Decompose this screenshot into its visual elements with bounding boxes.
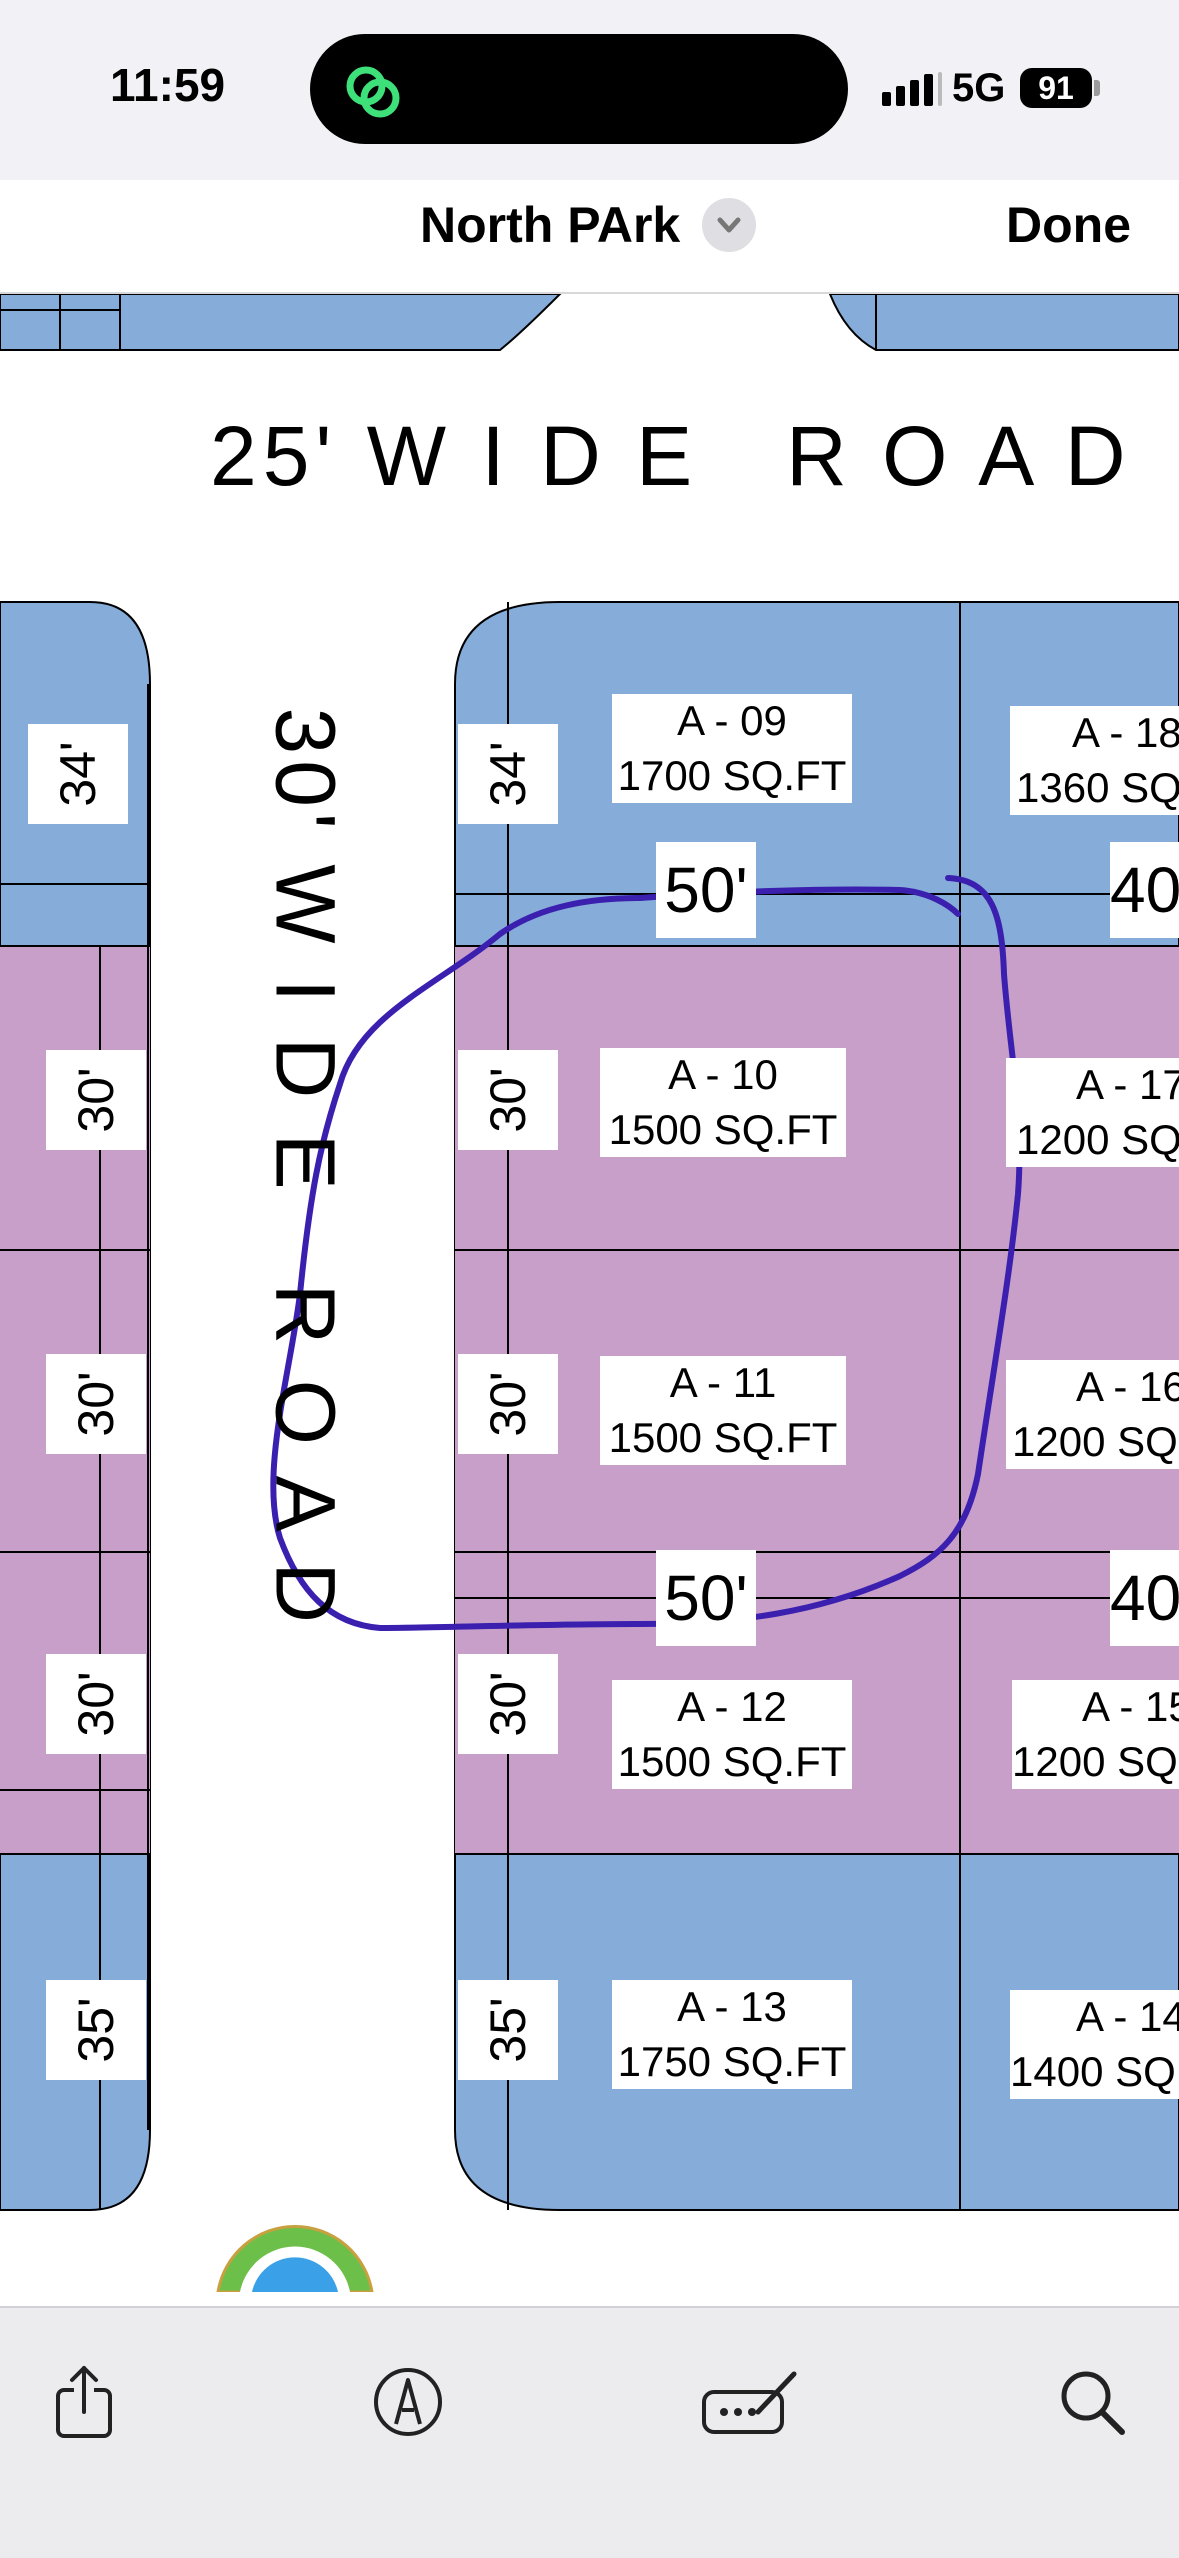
top-right-block bbox=[828, 294, 1179, 351]
site-plan bbox=[0, 294, 1179, 2292]
plot-area: 1500 SQ.FT bbox=[617, 1737, 847, 1785]
document-title[interactable]: North PArk bbox=[420, 197, 681, 253]
clock-time: 11:59 bbox=[110, 59, 226, 111]
plot-id: A - 09 bbox=[677, 697, 787, 744]
dim-label: 30' bbox=[458, 1354, 558, 1454]
plot-label[interactable]: A - 09 1700 SQ.FT bbox=[612, 694, 852, 804]
plot-label[interactable]: A - 12 1500 SQ.FT bbox=[612, 1680, 852, 1790]
plot-area: 1500 SQ.FT bbox=[608, 1105, 838, 1153]
dim-label: 40 bbox=[1110, 1550, 1179, 1646]
plot-id: A - 10 bbox=[668, 1051, 778, 1098]
dim-label: 30' bbox=[458, 1654, 558, 1754]
dim-label: 30' bbox=[46, 1654, 146, 1754]
plot-label[interactable]: A - 18 1360 SQ bbox=[1010, 706, 1179, 816]
plot-id: A - 13 bbox=[677, 1983, 787, 2030]
dim-label: 30' bbox=[46, 1354, 146, 1454]
battery-tip bbox=[1094, 80, 1100, 96]
title-menu-button[interactable] bbox=[702, 198, 756, 252]
plot-label[interactable]: A - 10 1500 SQ.FT bbox=[600, 1048, 846, 1158]
dim-label: 30' bbox=[458, 1050, 558, 1150]
top-left-block bbox=[0, 294, 562, 351]
document-canvas[interactable]: 25' W I D E R O A D 30' W I D E R O A D … bbox=[0, 294, 1179, 2292]
plot-id: A - 12 bbox=[677, 1683, 787, 1730]
dim-label: 34' bbox=[458, 724, 558, 824]
plot-label[interactable]: A - 15 1200 SQ bbox=[1012, 1680, 1179, 1790]
dim-label: 35' bbox=[46, 1980, 146, 2080]
plot-area: 1200 SQ bbox=[1012, 1417, 1178, 1465]
plot-label[interactable]: A - 17 1200 SQ bbox=[1006, 1058, 1179, 1168]
plot-area: 1200 SQ bbox=[1016, 1115, 1179, 1163]
plot-area: 1200 SQ bbox=[1012, 1737, 1178, 1785]
plot-label[interactable]: A - 14 1400 SQ bbox=[1010, 1990, 1179, 2100]
dim-label: 34' bbox=[28, 724, 128, 824]
dim-label: 35' bbox=[458, 1980, 558, 2080]
share-icon[interactable] bbox=[44, 2362, 124, 2442]
dynamic-island[interactable] bbox=[310, 34, 848, 144]
plot-area: 1700 SQ.FT bbox=[617, 751, 847, 799]
plot-id: A - 14 bbox=[1076, 1993, 1179, 2040]
plot-id: A - 17 bbox=[1076, 1061, 1179, 1108]
plot-id: A - 15 bbox=[1082, 1683, 1179, 1730]
markup-icon[interactable] bbox=[368, 2362, 448, 2442]
status-bar: 11:59 5G 91 North PArk Done bbox=[0, 0, 1179, 253]
plot-area: 1750 SQ.FT bbox=[617, 2037, 847, 2085]
plot-label[interactable]: A - 11 1500 SQ.FT bbox=[600, 1356, 846, 1466]
plot-area: 1500 SQ.FT bbox=[608, 1413, 838, 1461]
link-activity-icon bbox=[346, 66, 400, 118]
plot-area: 1400 SQ bbox=[1010, 2047, 1176, 2095]
dim-label: 40 bbox=[1110, 842, 1179, 938]
network-type: 5G bbox=[952, 66, 1006, 110]
dim-label: 30' bbox=[46, 1050, 146, 1150]
signature-icon[interactable] bbox=[700, 2362, 800, 2442]
plot-label[interactable]: A - 13 1750 SQ.FT bbox=[612, 1980, 852, 2090]
side-road-label: 30' W I D E R O A D bbox=[258, 707, 353, 1630]
plot-label[interactable]: A - 16 1200 SQ bbox=[1006, 1360, 1179, 1470]
battery-indicator: 91 bbox=[1020, 68, 1092, 108]
header-divider bbox=[0, 292, 1179, 294]
plot-id: A - 18 bbox=[1072, 709, 1179, 756]
search-icon[interactable] bbox=[1052, 2362, 1132, 2442]
top-road-label: 25' W I D E R O A D bbox=[210, 409, 1132, 503]
bottom-toolbar bbox=[0, 2306, 1179, 2558]
plot-id: A - 11 bbox=[669, 1359, 777, 1406]
done-button[interactable]: Done bbox=[1006, 197, 1131, 253]
dim-label: 50' bbox=[656, 1550, 756, 1646]
chevron-down-icon bbox=[717, 217, 741, 233]
dim-label: 50' bbox=[656, 842, 756, 938]
plot-area: 1360 SQ bbox=[1016, 763, 1179, 811]
cellular-signal-icon bbox=[882, 72, 942, 106]
plot-id: A - 16 bbox=[1076, 1363, 1179, 1410]
